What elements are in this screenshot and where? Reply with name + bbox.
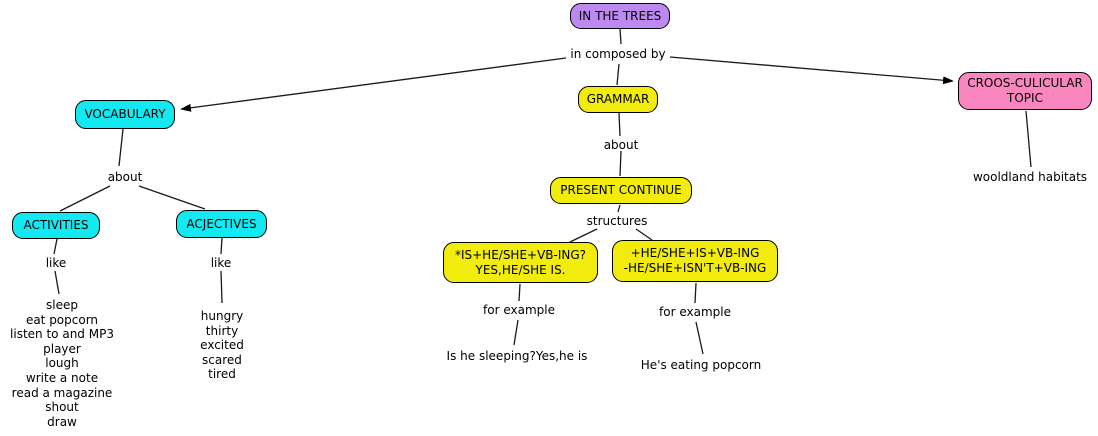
node-structure-question[interactable]: *IS+HE/SHE+VB-ING? YES,HE/SHE IS. [443, 242, 598, 283]
node-acjectives[interactable]: ACJECTIVES [176, 210, 267, 238]
link-label-structures: structures [586, 214, 648, 228]
link-label-for-example-question: for example [483, 303, 555, 317]
activities-list: sleep eat popcorn listen to and MP3 play… [10, 298, 114, 429]
node-structure-statement[interactable]: +HE/SHE+IS+VB-ING -HE/SHE+ISN'T+VB-ING [612, 240, 778, 282]
example-statement-text: He's eating popcorn [640, 358, 762, 372]
node-vocabulary[interactable]: VOCABULARY [75, 100, 175, 129]
link-label-about-vocabulary: about [107, 170, 143, 184]
link-label-for-example-statement: for example [659, 305, 731, 319]
node-grammar[interactable]: GRAMMAR [578, 86, 658, 113]
link-label-like-acjectives: like [210, 256, 232, 270]
acjectives-list: hungry thirty excited scared tired [200, 309, 244, 382]
link-label-in-composed-by: in composed by [570, 47, 666, 61]
link-label-like-activities: like [45, 256, 67, 270]
node-cross-curricular-topic[interactable]: CROOS-CULICULAR TOPIC [958, 72, 1092, 110]
example-question-text: Is he sleeping?Yes,he is [446, 349, 588, 363]
node-in-the-trees[interactable]: IN THE TREES [570, 3, 670, 29]
link-label-about-grammar: about [603, 138, 639, 152]
node-activities[interactable]: ACTIVITIES [12, 212, 100, 239]
node-present-continue[interactable]: PRESENT CONTINUE [550, 177, 692, 204]
cross-topic-leaf-text: wooldland habitats [972, 170, 1088, 184]
